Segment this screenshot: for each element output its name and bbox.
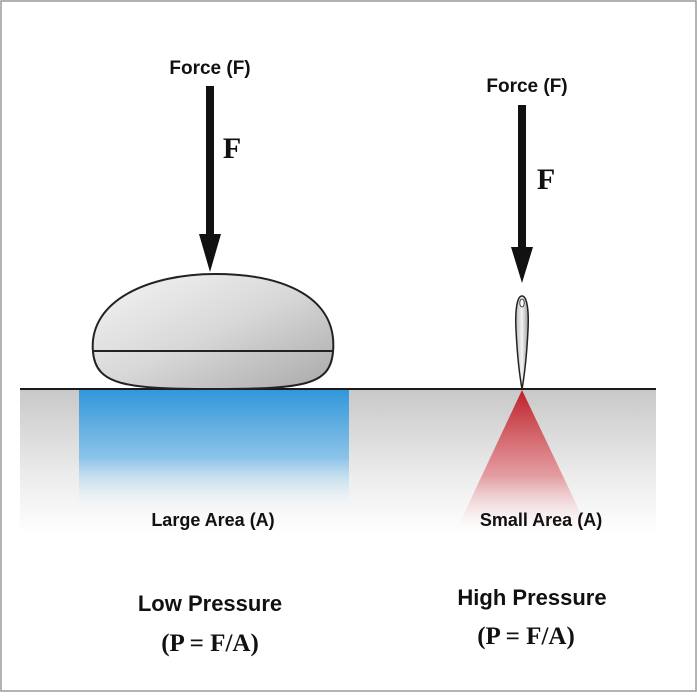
low-pressure-label: Low Pressure <box>138 591 282 616</box>
right-force-symbol: F <box>537 163 555 196</box>
large-area-label: Large Area (A) <box>151 510 274 530</box>
high-pressure-formula: (P = F/A) <box>477 623 575 650</box>
left-force-label: Force (F) <box>169 58 250 79</box>
large-object <box>91 272 335 391</box>
needle-object <box>515 295 529 390</box>
left-force-arrow <box>199 86 221 272</box>
low-pressure-region <box>79 389 349 514</box>
right-force-arrow <box>511 105 533 283</box>
left-force-symbol: F <box>223 132 241 165</box>
high-pressure-label: High Pressure <box>457 585 606 610</box>
small-area-label: Small Area (A) <box>480 510 602 530</box>
high-pressure-cone <box>455 390 590 533</box>
low-pressure-formula: (P = F/A) <box>161 630 259 657</box>
right-force-label: Force (F) <box>486 76 567 97</box>
